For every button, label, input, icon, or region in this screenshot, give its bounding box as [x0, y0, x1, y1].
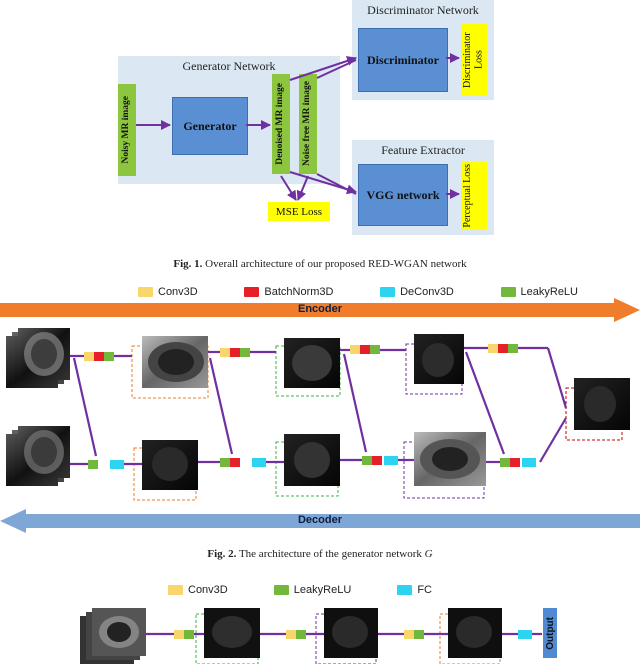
disc-op-2: [286, 630, 306, 639]
feature-volume-enc-2: [275, 338, 341, 397]
feature-extractor-panel-title: Feature Extractor: [381, 143, 465, 157]
block-op-dec-4: [500, 458, 536, 467]
generator-label: Generator: [183, 118, 237, 133]
fig1-caption-prefix: Fig. 1.: [173, 258, 203, 270]
encoder-label: Encoder: [297, 303, 342, 315]
encoder-arrow: [0, 298, 640, 322]
discriminator-block: Discriminator: [358, 28, 448, 92]
discriminator-network-diagram: [80, 608, 542, 664]
legend-deconv3d: DeConv3D: [380, 286, 454, 298]
fig2-caption: Fig. 2. The architecture of the generato…: [0, 548, 640, 560]
fig2-legend: Conv3D BatchNorm3D DeConv3D LeakyReLU: [138, 286, 578, 298]
output-label: Output: [544, 616, 556, 650]
decoder-label: Decoder: [297, 514, 343, 526]
fig2-caption-symbol: G: [424, 548, 433, 560]
fig1-caption: Fig. 1. Overall architecture of our prop…: [0, 258, 640, 270]
mse-loss-label: MSE Loss: [275, 205, 323, 218]
block-op-enc-2: [220, 348, 250, 357]
arrow-noisefree-to-mse: [296, 175, 309, 201]
block-op-enc-4: [488, 344, 518, 353]
arrow-denoised-to-discriminator: [289, 56, 357, 81]
feature-volume-enc-1: [131, 336, 209, 399]
fig2-caption-prefix: Fig. 2.: [207, 548, 237, 560]
discriminator-label: Discriminator: [367, 52, 439, 67]
legend-leakyrelu-2: LeakyReLU: [273, 584, 351, 596]
fig3-legend: Conv3D LeakyReLU FC: [168, 584, 432, 596]
block-op-enc-1: [84, 352, 114, 361]
feature-volume-bottleneck: [565, 378, 630, 441]
block-op-dec-1: [88, 460, 124, 469]
generator-network-diagram: [6, 328, 630, 501]
noise-free-mr-image-block: Noise free MR image: [299, 74, 317, 174]
block-op-dec-3: [362, 456, 398, 465]
arrow-denoised-to-mse: [280, 175, 297, 201]
disc-feature-2: [315, 608, 378, 664]
feature-volume-dec-1: [133, 440, 198, 501]
legend-batchnorm3d: BatchNorm3D: [244, 286, 333, 298]
fig1-caption-text: Overall architecture of our proposed RED…: [202, 258, 467, 270]
input-volume-top: [6, 328, 70, 388]
perceptual-loss-block: Perceptual Loss: [461, 162, 487, 230]
disc-op-fc: [518, 630, 532, 639]
output-volume-bottom: [6, 426, 70, 486]
generator-connectors: [70, 346, 568, 466]
feature-volume-dec-3: [403, 432, 486, 499]
generator-block: Generator: [172, 97, 248, 155]
legend-conv3d-2: Conv3D: [168, 584, 228, 596]
fig2-caption-text: The architecture of the generator networ…: [236, 548, 425, 560]
arrow-noisefree-to-vgg: [316, 173, 357, 195]
disc-feature-3: [439, 608, 502, 664]
disc-op-1: [174, 630, 194, 639]
legend-fc: FC: [397, 584, 432, 596]
disc-input-volume: [80, 608, 146, 664]
legend-leakyrelu: LeakyReLU: [500, 286, 578, 298]
legend-conv3d: Conv3D: [138, 286, 198, 298]
feature-volume-enc-3: [405, 334, 464, 395]
output-block: Output: [543, 608, 557, 658]
noisy-mr-image-block: Noisy MR image: [118, 84, 136, 176]
decoder-arrow: [0, 509, 640, 533]
feature-volume-dec-2: [275, 434, 340, 497]
arrow-noisefree-to-discriminator: [316, 59, 357, 79]
discriminator-panel-title: Discriminator Network: [367, 3, 479, 17]
denoised-mr-image-block: Denoised MR image: [272, 74, 290, 174]
discriminator-loss-block: Discriminator Loss: [461, 24, 487, 96]
block-op-dec-2: [220, 458, 266, 467]
vgg-network-label: VGG network: [366, 187, 440, 202]
block-op-enc-3: [350, 345, 380, 354]
fig1-connectors: [136, 53, 460, 201]
disc-feature-1: [195, 608, 260, 664]
generator-panel-title: Generator Network: [182, 59, 276, 73]
disc-op-3: [404, 630, 424, 639]
mse-loss-block: MSE Loss: [268, 202, 330, 221]
